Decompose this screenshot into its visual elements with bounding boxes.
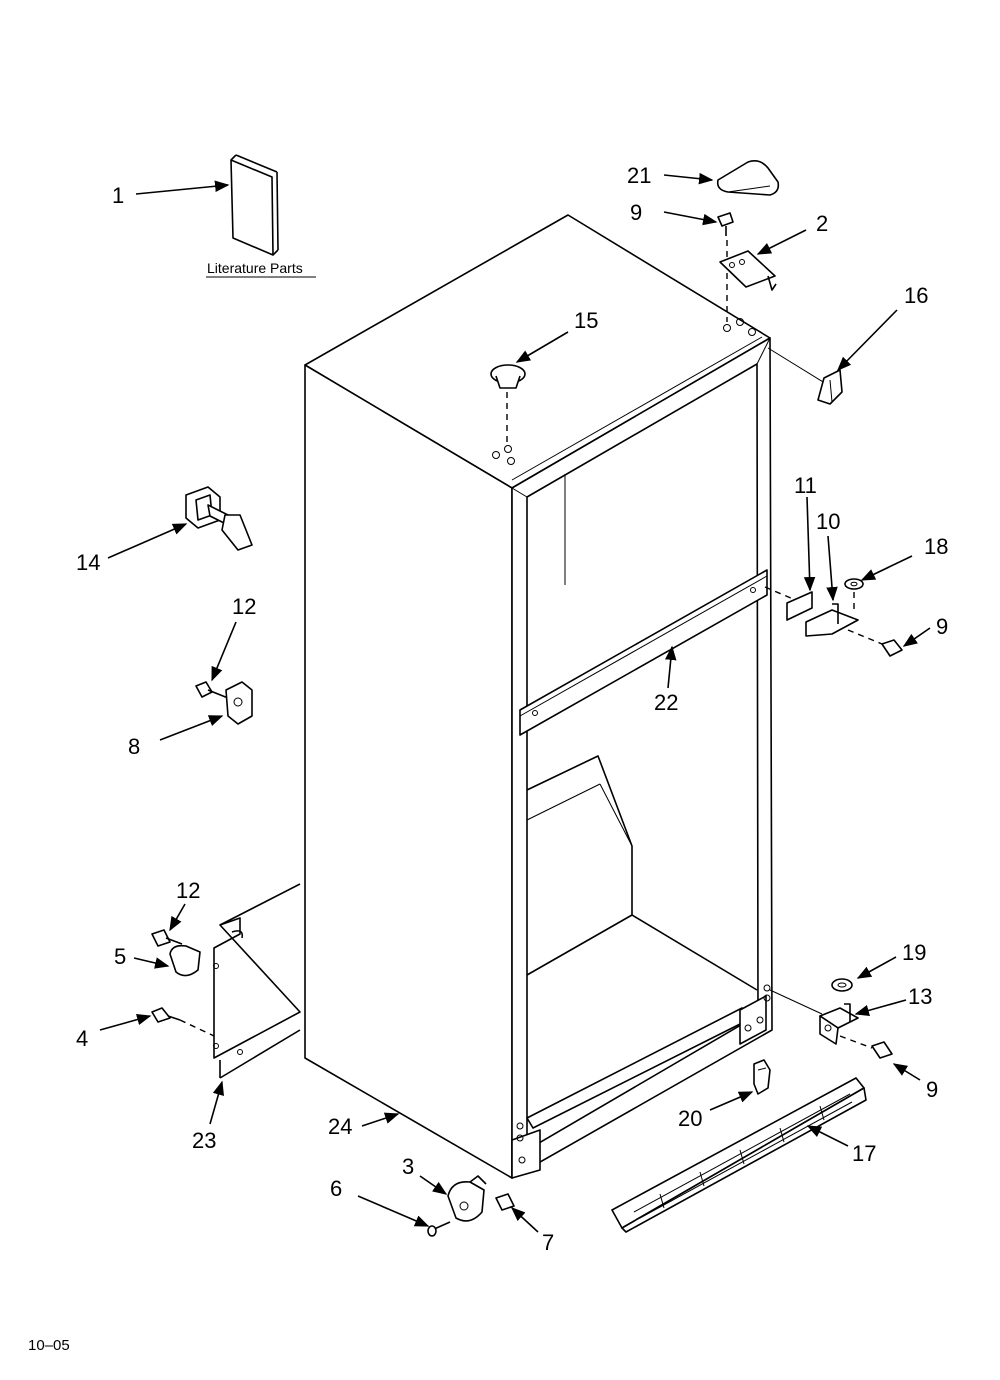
right-hinge-plate (786, 591, 813, 621)
front-screw (495, 1193, 515, 1211)
callout-23: 23 (192, 1128, 216, 1153)
callout-2: 2 (816, 211, 828, 236)
literature-parts-label: Literature Parts (207, 260, 303, 276)
literature-booklet (230, 154, 279, 256)
lower-hinge (819, 1003, 859, 1045)
top-hinge (719, 250, 777, 291)
callout-7: 7 (542, 1230, 554, 1255)
cabinet (304, 214, 773, 1179)
hinge-washer (844, 578, 864, 590)
hinge-cap (716, 160, 780, 196)
top-plug (490, 364, 526, 389)
callout-21: 21 (627, 163, 651, 188)
lower-left-screw-4 (151, 1007, 181, 1023)
callout-24: 24 (328, 1114, 352, 1139)
callout-1: 1 (112, 183, 124, 208)
callout-19: 19 (902, 940, 926, 965)
grille-clip (753, 1059, 771, 1095)
callout-3: 3 (402, 1154, 414, 1179)
top-screw (717, 212, 734, 236)
leader-lines (99, 172, 931, 1233)
callout-12-mid: 12 (232, 594, 256, 619)
callout-labels: 1 21 9 2 15 16 11 10 18 9 22 14 12 8 12 … (76, 163, 948, 1255)
lower-left-screw-12 (151, 929, 183, 947)
right-hinge-screw (881, 639, 903, 657)
callout-14: 14 (76, 550, 100, 575)
toe-grille (611, 1077, 867, 1233)
callout-6: 6 (330, 1176, 342, 1201)
callout-9-low: 9 (926, 1077, 938, 1102)
callout-22: 22 (654, 690, 678, 715)
callout-11: 11 (794, 473, 817, 498)
mullion-bar (519, 569, 768, 736)
callout-4: 4 (76, 1026, 88, 1051)
callout-16: 16 (904, 283, 928, 308)
roller-assembly (447, 1175, 487, 1222)
hinge-cover (817, 369, 843, 405)
callout-10: 10 (816, 509, 840, 534)
callout-18: 18 (924, 534, 948, 559)
lower-left-clip (169, 944, 201, 977)
callout-9-mid: 9 (936, 614, 948, 639)
lower-left-panel (213, 883, 301, 1079)
callout-17: 17 (852, 1141, 876, 1166)
door-stop (185, 486, 253, 551)
revision-code: 10–05 (28, 1337, 70, 1354)
screw-mid-left (195, 681, 229, 699)
callout-8: 8 (128, 734, 140, 759)
right-center-hinge (805, 603, 859, 637)
callout-20: 20 (678, 1106, 702, 1131)
lower-hinge-screw (871, 1041, 893, 1059)
callout-13: 13 (908, 984, 932, 1009)
door-bracket-left (225, 681, 253, 725)
callout-12-low: 12 (176, 878, 200, 903)
callout-15: 15 (574, 308, 598, 333)
leveling-bolt (427, 1221, 451, 1237)
lower-washer (831, 978, 853, 992)
callout-9-top: 9 (630, 200, 642, 225)
callout-5: 5 (114, 944, 126, 969)
